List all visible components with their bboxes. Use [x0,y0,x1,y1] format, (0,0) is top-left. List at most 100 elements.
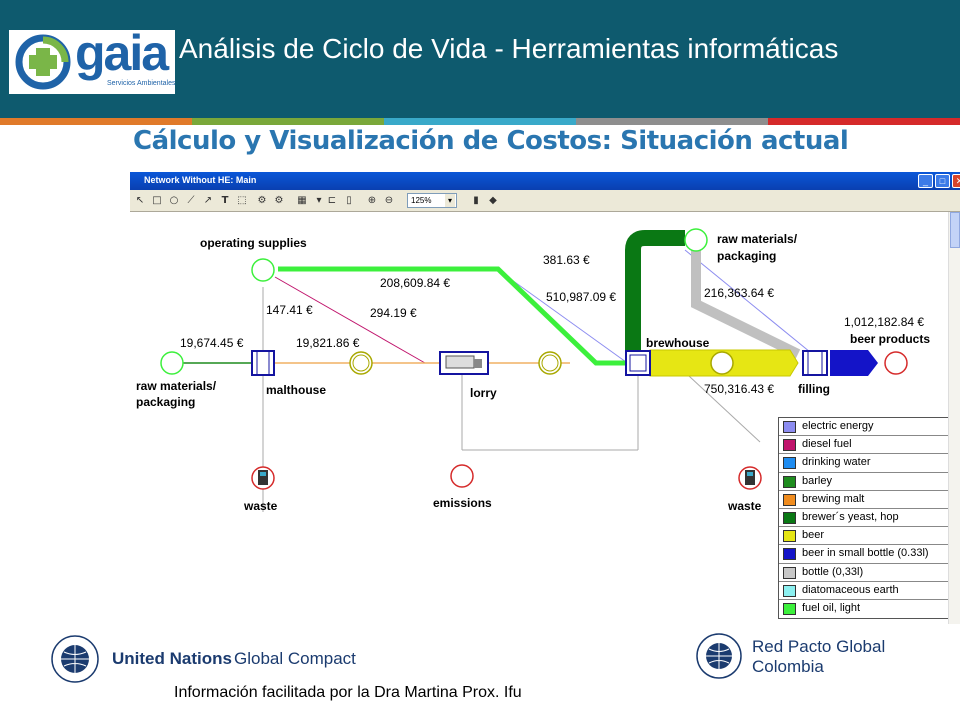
raw-materials-right-label-2: packaging [717,249,776,263]
circle-tool-icon[interactable]: ○ [169,195,179,206]
legend-label: diesel fuel [802,438,852,451]
select-area-icon[interactable]: ⬚ [237,195,247,206]
flow-value-raw-in: 19,674.45 € [180,336,244,350]
scrollbar-thumb[interactable] [950,212,960,248]
legend-row: diesel fuel [779,436,951,455]
legend-row: electric energy [779,418,951,437]
legend-row: diatomaceous earth [779,582,951,600]
logo-subtitle: Servicios Ambientales [107,80,176,87]
logo-wordmark: gaia [75,25,169,81]
red-pacto-line-1: Red Pacto Global [752,637,886,656]
legend-swatch [783,584,796,597]
flow-value-yeast: 510,987.09 € [546,290,616,304]
material-legend: electric energy diesel fuel drinking water… [778,417,952,620]
maximize-button[interactable]: □ [935,174,950,188]
raw-materials-left-label-2: packaging [136,395,195,409]
book-icon[interactable]: ▮ [473,195,479,206]
operating-supplies-node[interactable] [251,258,275,282]
zoom-select[interactable]: 125% [407,193,457,208]
gaia-logo: gaia Servicios Ambientales [9,25,176,94]
align-icon[interactable]: ⊏ [327,195,337,206]
flow-value-supplies: 147.41 € [266,303,313,317]
flow-value-bottle: 216,363.64 € [704,286,774,300]
legend-row: barley [779,473,951,491]
legend-row: fuel oil, light [779,600,951,618]
place-tool-icon[interactable]: ⚙ [274,195,284,206]
flow-value-beer-products: 1,012,182.84 € [844,315,924,329]
legend-label: bottle (0,33l) [802,565,864,578]
beer-products-label: beer products [850,332,930,346]
connector-electric-brewhouse [497,269,627,363]
legend-label: barley [802,474,832,487]
eraser-icon[interactable]: ◆ [489,195,497,206]
un-globe-emblem-icon [51,635,99,683]
emissions-node[interactable] [450,464,474,488]
operating-supplies-label: operating supplies [200,236,307,250]
flow-value-beer: 750,316.43 € [704,382,774,396]
filling-buffer-node[interactable] [710,351,734,375]
window-titlebar[interactable]: Network Without HE: Main _ □ ✕ [130,172,960,190]
diagram-nodes [160,228,908,490]
grid-icon[interactable]: ▦ [297,195,307,206]
legend-label: drinking water [802,456,871,469]
waste-left-label: waste [243,499,278,513]
dropdown-icon[interactable]: ▾ [316,195,322,206]
drawing-toolbar: ↖ □ ○ ⟋ ↗ T ⬚ ⚙ ⚙ ▦ ▾ ⊏ ▯ ⊕ ⊖ 125% ▮ ◆ [130,190,960,212]
color-bar-segment-4 [576,118,768,125]
header-color-bar [0,118,960,125]
legend-swatch [783,439,796,452]
slide-title: Cálculo y Visualización de Costos: Situa… [133,126,849,156]
flow-value-electric: 381.63 € [543,253,590,267]
line-tool-icon[interactable]: ⟋ [187,195,195,206]
flow-beer-bottled [830,350,878,376]
legend-row: beer [779,527,951,546]
legend-swatch [783,548,796,561]
page-icon[interactable]: ▯ [346,195,352,206]
slide-header: gaia Servicios Ambientales Análisis de C… [0,0,960,118]
legend-swatch [783,457,796,470]
legend-row: drinking water [779,454,951,473]
flow-value-fuel-oil: 208,609.84 € [380,276,450,290]
raw-materials-right-node[interactable] [684,228,708,252]
color-bar-segment-2 [192,118,384,125]
legend-swatch [783,475,796,488]
connector-diesel-lorry [274,276,426,364]
transition-tool-icon[interactable]: ⚙ [257,195,267,206]
pointer-tool-icon[interactable]: ↖ [135,195,145,206]
network-window: Network Without HE: Main _ □ ✕ ↖ □ ○ ⟋ ↗… [130,172,960,624]
zoom-out-icon[interactable]: ⊖ [384,195,394,206]
arrow-tool-icon[interactable]: ↗ [203,195,213,206]
color-bar-segment-5 [768,118,960,125]
un-global-compact-logo: United Nations Global Compact [50,633,360,685]
legend-label: diatomaceous earth [802,583,899,596]
legend-swatch [783,511,796,524]
red-pacto-globe-emblem-icon [696,633,742,679]
lorry-label: lorry [470,386,497,400]
close-button[interactable]: ✕ [952,174,960,188]
flow-yeast-hop [625,230,685,357]
minimize-button[interactable]: _ [918,174,933,188]
filling-label: filling [798,382,830,396]
un-logo-bold-text: United Nations [112,649,232,668]
beer-products-node[interactable] [884,351,908,375]
legend-label: electric energy [802,420,874,432]
filling-node[interactable] [802,350,828,376]
gaia-emblem-icon [15,34,71,90]
legend-label: fuel oil, light [802,601,861,614]
raw-materials-left-label-1: raw materials/ [136,379,217,393]
flow-value-labels: 208,609.84 € 381.63 € 510,987.09 € 147.4… [180,253,924,396]
rectangle-tool-icon[interactable]: □ [152,195,162,206]
color-bar-segment-1 [0,118,192,125]
vertical-scrollbar[interactable] [948,212,960,624]
raw-materials-left-node[interactable] [160,351,184,375]
malthouse-node[interactable] [251,350,275,376]
legend-swatch [783,530,796,543]
node-labels: operating supplies raw materials/ packag… [136,232,930,513]
header-title: Análisis de Ciclo de Vida - Herramientas… [179,33,839,64]
legend-label: brewer´s yeast, hop [802,510,899,523]
waste-right-label: waste [727,499,762,513]
lorry-truck-icon [445,355,475,369]
text-tool-icon[interactable]: T [221,195,229,206]
legend-swatch [783,602,796,615]
zoom-in-icon[interactable]: ⊕ [367,195,377,206]
